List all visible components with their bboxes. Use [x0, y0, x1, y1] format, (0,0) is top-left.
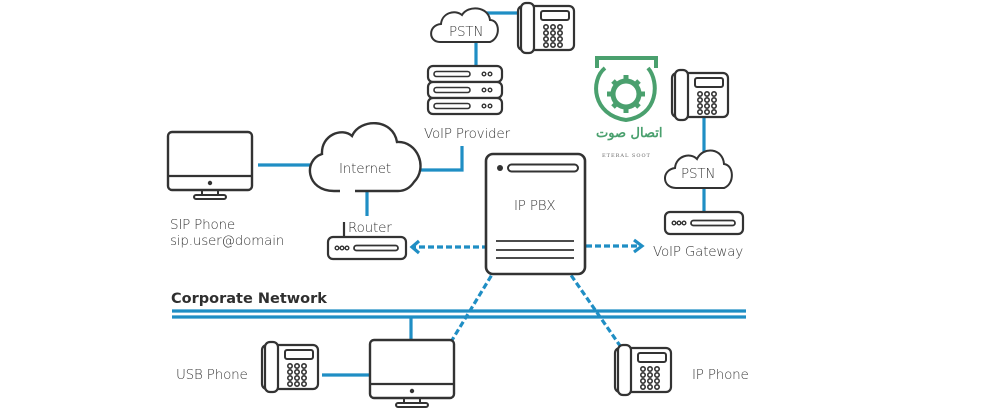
logo-subtext: ETERAL SOOT: [602, 153, 651, 159]
ip-pbx-server-icon: [484, 152, 587, 276]
sip-address-label: sip.user@domain: [170, 233, 285, 249]
desk-phone-top-icon: [516, 1, 576, 55]
arrowhead-gateway: [633, 238, 645, 254]
usb-desk-phone-icon: [260, 340, 320, 394]
eternal-soot-logo-icon: [594, 56, 658, 123]
sip-phone-monitor-icon: [166, 130, 254, 201]
corporate-network-label: Corporate Network: [171, 291, 327, 307]
voip-gateway-label: VoIP Gateway: [653, 244, 744, 260]
logo-text: اتصال صوت: [596, 126, 663, 141]
pstn-right-label: PSTN: [681, 166, 716, 182]
internet-label: Internet: [339, 161, 392, 177]
router-icon: [326, 222, 408, 261]
ip-pbx-label: IP PBX: [514, 198, 556, 214]
router-label: Router: [348, 220, 392, 236]
ip-desk-phone-icon: [613, 343, 673, 397]
voip-gateway-icon: [663, 210, 745, 236]
usb-phone-label: USB Phone: [176, 367, 248, 383]
internet-cloud-icon: [308, 121, 422, 193]
pstn-top-cloud-icon: [430, 7, 499, 43]
voip-provider-label: VoIP Provider: [424, 126, 510, 142]
ip-phone-label: IP Phone: [692, 367, 749, 383]
desk-phone-right-icon: [670, 68, 730, 122]
pstn-right-cloud-icon: [664, 149, 733, 189]
link-pbx-to-pc: [444, 267, 498, 351]
sip-phone-label: SIP Phone: [170, 217, 236, 233]
voip-provider-server-icon: [426, 64, 504, 116]
pstn-top-label: PSTN: [449, 24, 484, 40]
link-pbx-to-ipphone: [564, 267, 625, 351]
link-provider-to-internet: [406, 146, 464, 172]
pc-monitor-icon: [368, 338, 456, 409]
arrowhead-router: [409, 239, 421, 255]
